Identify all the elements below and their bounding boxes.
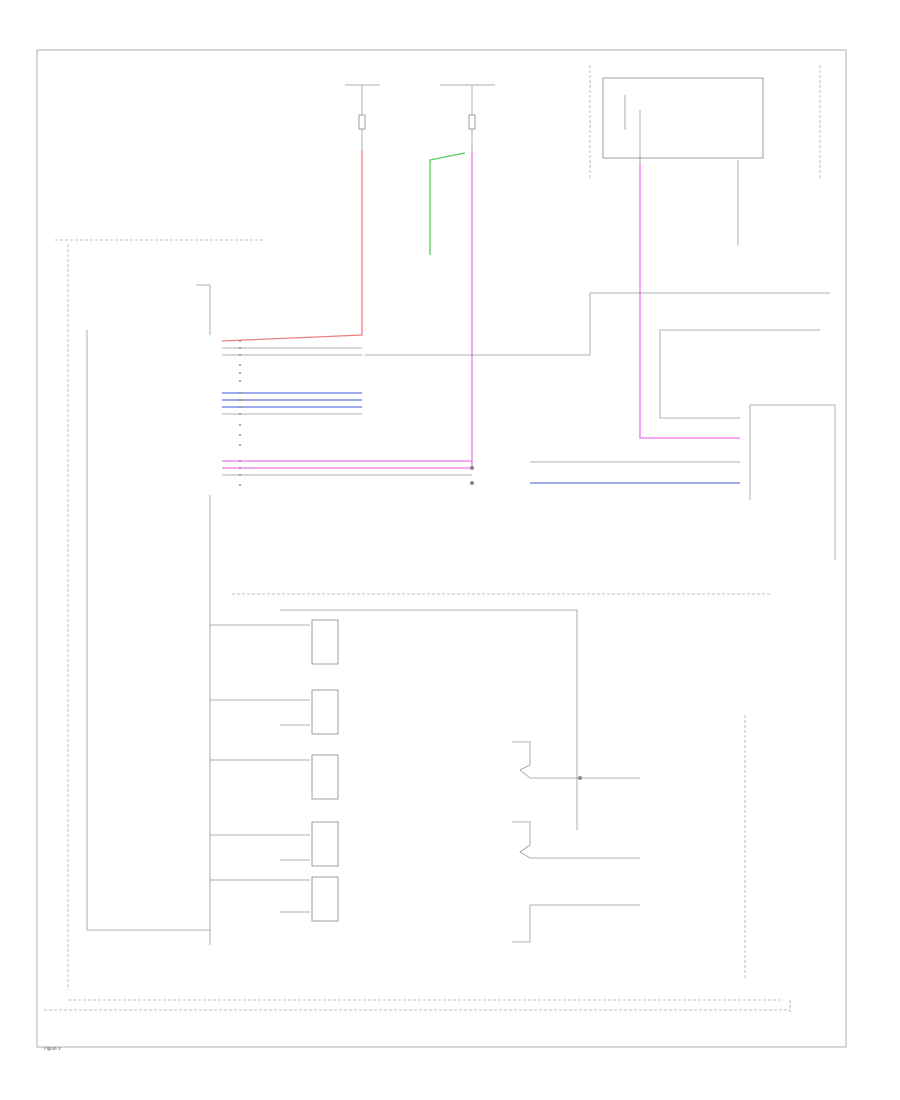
wire-grey-shift-power xyxy=(659,329,820,418)
solenoid-3 xyxy=(210,754,339,800)
temperature-sensor xyxy=(512,904,640,943)
solenoid-2 xyxy=(210,689,339,735)
wire-red-battery xyxy=(221,150,363,342)
shift-lever-box xyxy=(602,77,764,159)
solenoid-common-bus xyxy=(280,609,578,830)
wire-green-datalink xyxy=(429,152,466,255)
splice-dot-1 xyxy=(470,466,474,470)
fuse-icon-a xyxy=(358,114,366,130)
solenoid-5 xyxy=(210,876,339,922)
tcm-connector-pins xyxy=(238,339,242,487)
speed-sensor-output xyxy=(512,821,640,859)
solenoid-4 xyxy=(210,821,339,867)
splice-dot-2 xyxy=(470,481,474,485)
fuse-icon-b xyxy=(468,114,476,130)
speed-sensor-input xyxy=(512,741,531,779)
wire-grey-battery-link xyxy=(365,292,830,356)
diagram-frame xyxy=(36,49,847,1048)
wire-pink-shift xyxy=(639,165,740,439)
solenoid-1 xyxy=(210,619,339,665)
figure-label: Figure 3 xyxy=(44,1046,61,1051)
